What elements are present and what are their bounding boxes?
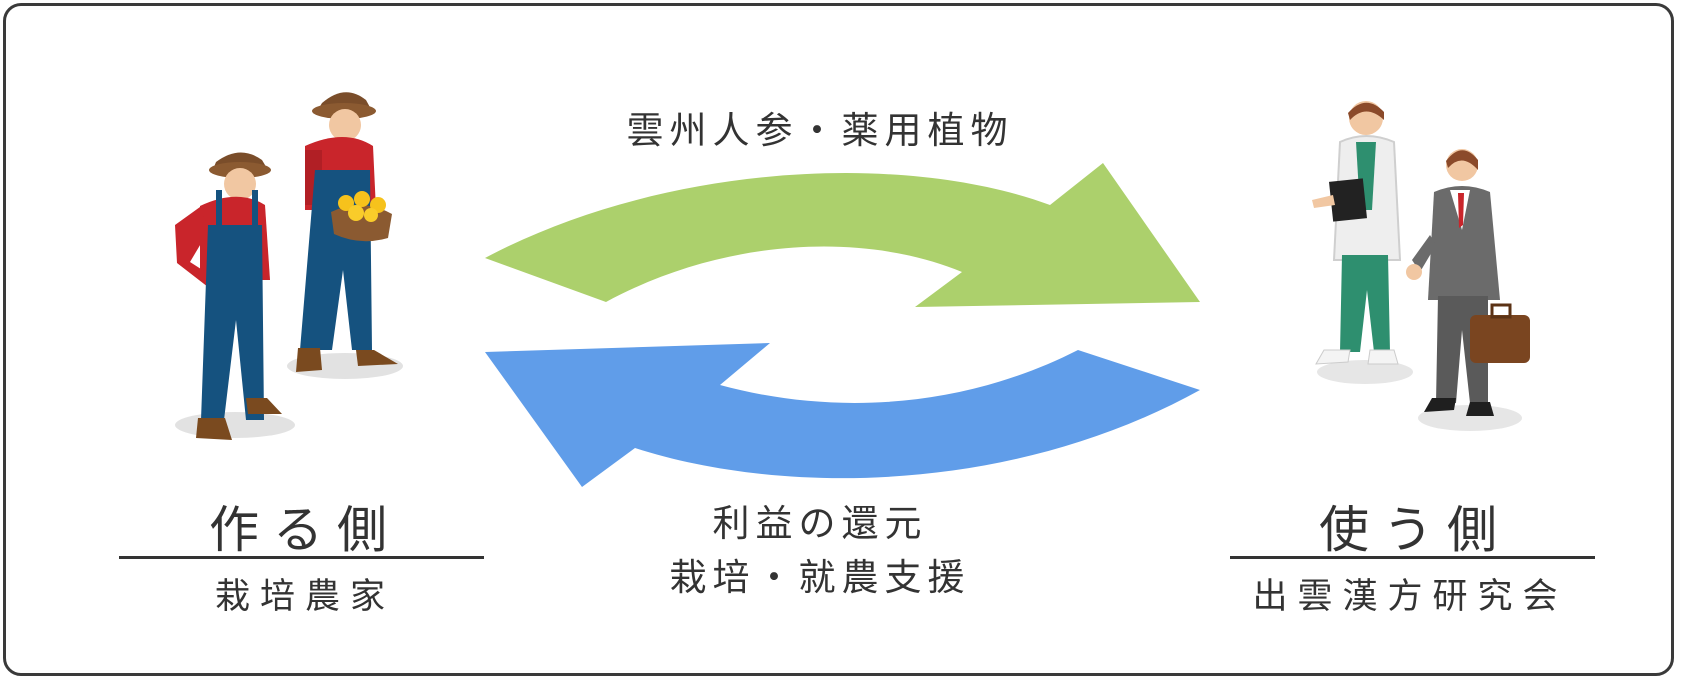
- flow-bottom-label-1: 利益の還元: [712, 502, 928, 545]
- farmer-left-icon: [175, 152, 295, 440]
- consumer-subtitle: 出雲漢方研究会: [1252, 577, 1568, 617]
- producer-subtitle: 栽培農家: [214, 577, 395, 617]
- consumer-title: 使う側: [1319, 501, 1511, 559]
- doctor-icon: [1312, 101, 1413, 384]
- consumer-divider: [1230, 556, 1595, 559]
- producer-divider: [119, 556, 484, 559]
- flow-top-label: 雲州人参・薬用植物: [626, 109, 1014, 152]
- producer-title: 作る側: [209, 501, 401, 559]
- green-arrow: [485, 163, 1200, 307]
- businessman-icon: [1406, 149, 1530, 431]
- blue-arrow: [485, 343, 1200, 487]
- flow-bottom-label-2: 栽培・就農支援: [669, 556, 971, 599]
- diagram-frame: [3, 3, 1674, 676]
- farmer-right-icon: [287, 92, 403, 379]
